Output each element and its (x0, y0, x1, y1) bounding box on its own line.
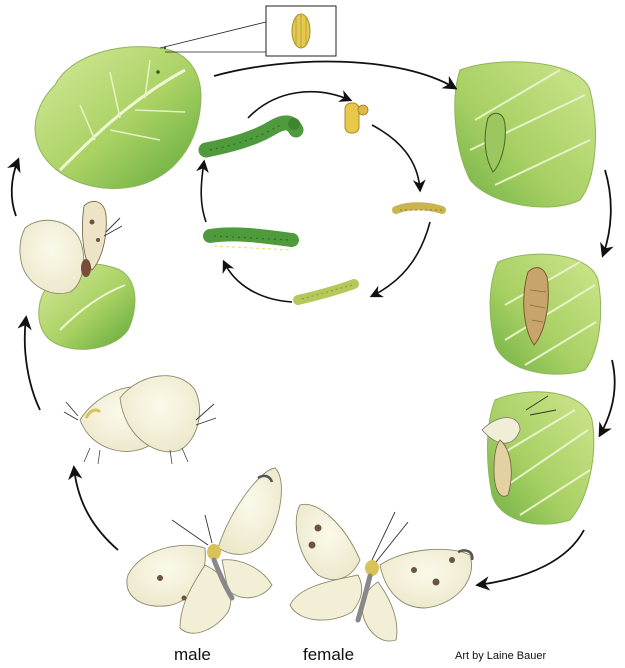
emerging-butterfly-on-leaf (482, 392, 594, 524)
female-butterfly (290, 504, 472, 641)
cabbage-leaf-with-eggs (35, 47, 201, 189)
egg-inset (160, 6, 336, 56)
larval-cycle-arrows (201, 92, 430, 302)
caterpillar-instar-4 (206, 118, 300, 150)
female-label: female (303, 645, 354, 665)
caterpillar-instar-2 (298, 284, 354, 300)
artist-credit: Art by Laine Bauer (455, 650, 546, 662)
male-label: male (174, 645, 211, 665)
male-butterfly (127, 468, 282, 633)
mating-pair (64, 376, 216, 464)
pupa-on-leaf (455, 62, 596, 207)
mature-pupa-on-leaf (490, 254, 601, 374)
hatching-egg (345, 103, 368, 133)
caterpillar-instar-1 (396, 206, 442, 210)
female-laying-eggs (20, 201, 135, 349)
caterpillar-instar-3 (210, 234, 292, 250)
